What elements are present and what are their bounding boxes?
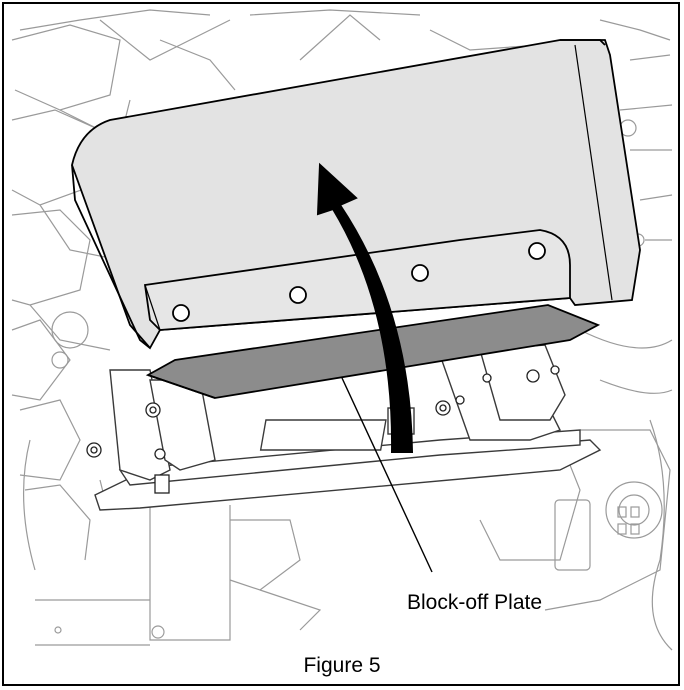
figure-caption: Figure 5 — [303, 654, 381, 677]
bolts — [86, 365, 560, 494]
background-machinery — [11, 9, 673, 651]
deflector-panel — [71, 39, 641, 350]
callout-leader-line — [341, 377, 433, 573]
block-off-plate — [145, 304, 601, 399]
rotation-arrow — [316, 162, 414, 453]
block-off-plate-label: Block-off Plate — [407, 591, 543, 614]
